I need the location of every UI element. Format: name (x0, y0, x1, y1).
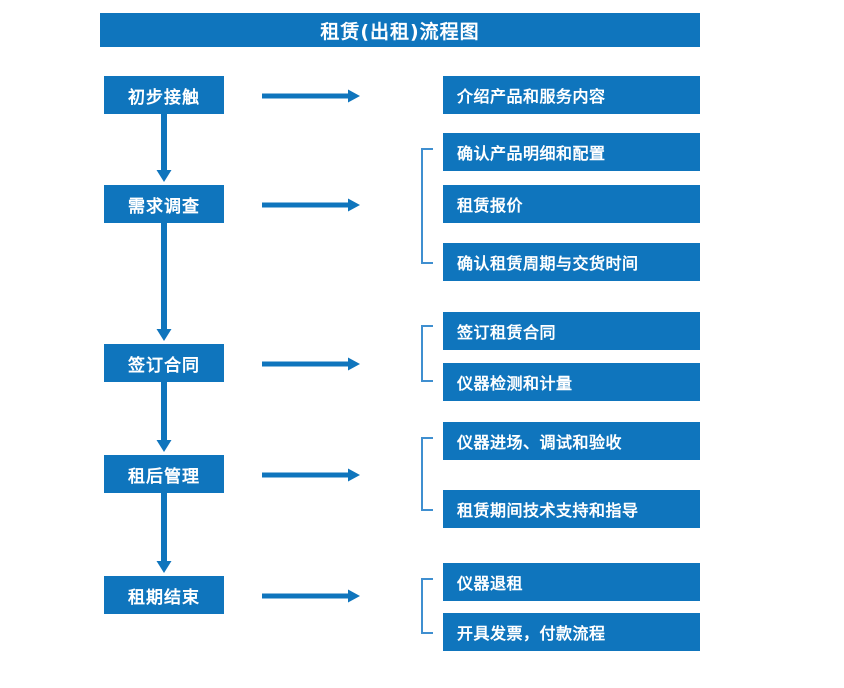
page-title: 租赁(出租)流程图 (100, 13, 700, 47)
group-bracket-icon (419, 148, 435, 264)
detail-box[interactable]: 仪器检测和计量 (443, 363, 700, 401)
arrow-right-icon (262, 356, 360, 371)
bracket-stub-top (421, 437, 433, 439)
arrow-down-icon (155, 493, 173, 573)
arrow-down-icon (155, 114, 173, 182)
arrow-right-icon (262, 588, 360, 603)
stage-box[interactable]: 需求调查 (104, 185, 224, 223)
bracket-stub-top (421, 148, 433, 150)
detail-box[interactable]: 确认租赁周期与交货时间 (443, 243, 700, 281)
arrow-right-icon (262, 88, 360, 103)
detail-box[interactable]: 租赁期间技术支持和指导 (443, 490, 700, 528)
detail-box[interactable]: 介绍产品和服务内容 (443, 76, 700, 114)
bracket-stub-bottom (421, 509, 433, 511)
arrow-right-icon (262, 197, 360, 212)
arrow-down-icon (155, 382, 173, 452)
bracket-spine (421, 148, 423, 264)
detail-box[interactable]: 签订租赁合同 (443, 312, 700, 350)
stage-box[interactable]: 租期结束 (104, 576, 224, 614)
bracket-stub-top (421, 578, 433, 580)
arrow-right-icon (262, 467, 360, 482)
bracket-stub-bottom (421, 632, 433, 634)
bracket-stub-bottom (421, 380, 433, 382)
group-bracket-icon (419, 437, 435, 511)
detail-box[interactable]: 开具发票，付款流程 (443, 613, 700, 651)
bracket-spine (421, 325, 423, 382)
group-bracket-icon (419, 578, 435, 634)
detail-box[interactable]: 仪器进场、调试和验收 (443, 422, 700, 460)
group-bracket-icon (419, 325, 435, 382)
arrow-down-icon (155, 223, 173, 341)
stage-box[interactable]: 租后管理 (104, 455, 224, 493)
bracket-spine (421, 437, 423, 511)
stage-box[interactable]: 签订合同 (104, 344, 224, 382)
detail-box[interactable]: 租赁报价 (443, 185, 700, 223)
bracket-stub-top (421, 325, 433, 327)
detail-box[interactable]: 确认产品明细和配置 (443, 133, 700, 171)
stage-box[interactable]: 初步接触 (104, 76, 224, 114)
bracket-stub-bottom (421, 262, 433, 264)
bracket-spine (421, 578, 423, 634)
detail-box[interactable]: 仪器退租 (443, 563, 700, 601)
